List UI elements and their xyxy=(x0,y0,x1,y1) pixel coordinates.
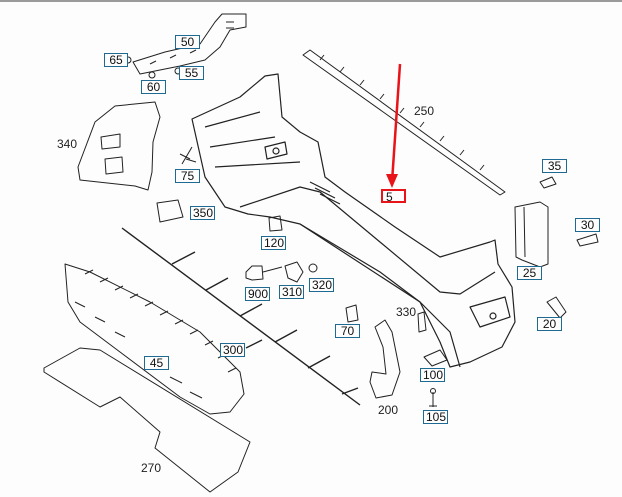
callout-30[interactable]: 30 xyxy=(575,218,600,232)
callout-75[interactable]: 75 xyxy=(175,169,200,183)
callout-50[interactable]: 50 xyxy=(175,35,200,49)
label-200: 200 xyxy=(378,403,399,417)
callout-5-highlighted[interactable]: 5 xyxy=(381,189,406,204)
nut-60[interactable] xyxy=(148,71,156,79)
label-330: 330 xyxy=(396,305,417,319)
callout-20[interactable]: 20 xyxy=(537,317,562,331)
trim-strip-250[interactable] xyxy=(302,49,506,196)
callout-120[interactable]: 120 xyxy=(261,236,286,250)
clip-120[interactable] xyxy=(268,215,283,232)
label-340: 340 xyxy=(57,137,78,151)
nut-100[interactable] xyxy=(423,349,448,367)
clip-70[interactable] xyxy=(345,304,359,323)
callout-300[interactable]: 300 xyxy=(220,343,245,357)
callout-310[interactable]: 310 xyxy=(279,285,304,299)
clip-30[interactable] xyxy=(576,233,599,247)
label-270: 270 xyxy=(141,461,162,475)
screw-35[interactable] xyxy=(539,176,557,189)
callout-55[interactable]: 55 xyxy=(179,66,204,80)
highlight-arrow xyxy=(386,63,402,188)
under-panel-270[interactable] xyxy=(43,347,251,493)
bumper-cover-5[interactable] xyxy=(191,73,516,368)
clip-20[interactable] xyxy=(546,296,567,319)
side-bracket-25[interactable] xyxy=(514,201,549,268)
callout-320[interactable]: 320 xyxy=(309,278,334,292)
callout-45[interactable]: 45 xyxy=(144,356,169,370)
callout-350[interactable]: 350 xyxy=(190,206,215,220)
label-250: 250 xyxy=(414,104,435,118)
energy-absorber-300[interactable] xyxy=(64,263,245,415)
callout-35[interactable]: 35 xyxy=(542,159,567,173)
clip-330[interactable] xyxy=(417,311,427,333)
callout-900[interactable]: 900 xyxy=(245,287,270,301)
bracket-200[interactable] xyxy=(369,319,401,399)
clip-75[interactable] xyxy=(179,146,197,165)
impact-bar-line-300[interactable] xyxy=(121,227,361,406)
side-panel-340[interactable] xyxy=(77,101,161,191)
callout-105[interactable]: 105 xyxy=(423,410,448,424)
module-350[interactable] xyxy=(156,199,184,223)
callout-60[interactable]: 60 xyxy=(141,80,166,94)
sensor-assembly[interactable] xyxy=(245,261,318,283)
callout-100[interactable]: 100 xyxy=(420,368,445,382)
callout-65[interactable]: 65 xyxy=(104,53,128,67)
callout-70[interactable]: 70 xyxy=(335,324,360,338)
callout-25[interactable]: 25 xyxy=(517,266,542,280)
screw-105[interactable] xyxy=(429,392,437,407)
